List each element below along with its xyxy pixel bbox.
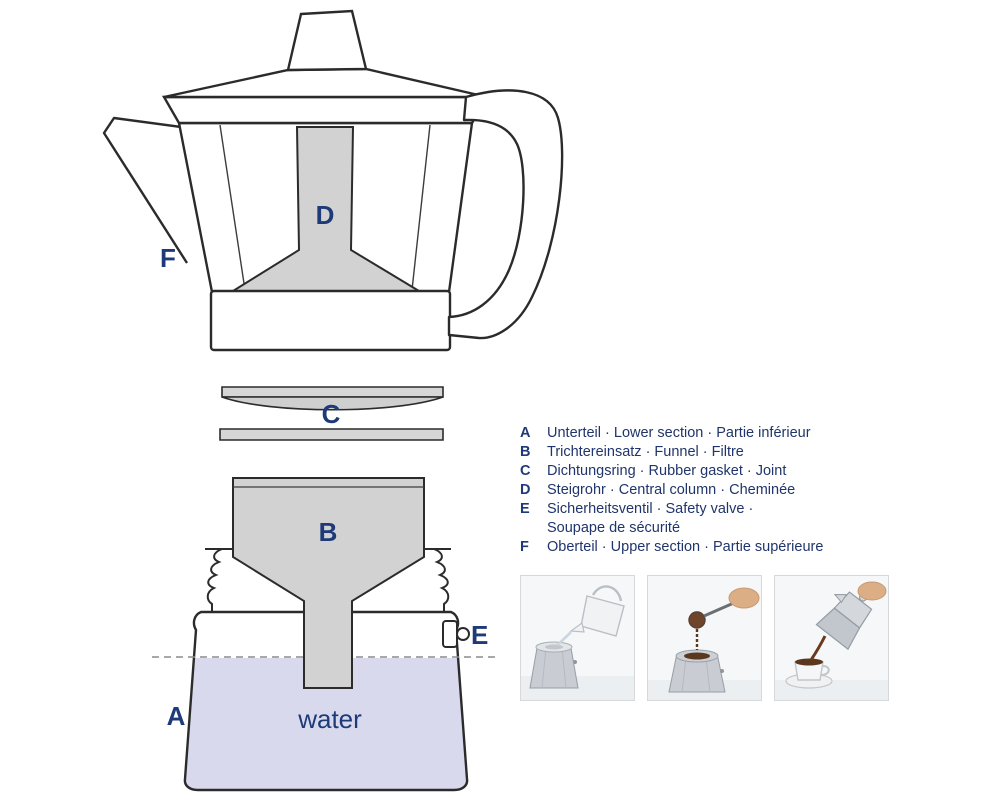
handle <box>447 89 564 340</box>
filter-plate <box>219 428 444 441</box>
legend-text-b: Trichtereinsatz · Funnel · Filtre <box>547 444 744 460</box>
safety-valve <box>442 620 458 648</box>
parts-legend: A Unterteil · Lower section · Partie inf… <box>520 424 900 557</box>
hand-icon <box>728 587 760 609</box>
pouring-water-illustration <box>521 576 634 700</box>
legend-text-e-line2: Soupape de sécurité <box>547 520 681 536</box>
legend-item-e: E Sicherheitsventil · Safety valve · Sou… <box>520 500 900 538</box>
legend-text-a: Unterteil · Lower section · Partie infér… <box>547 425 811 441</box>
legend-key-a: A <box>520 425 531 441</box>
legend-key-b: B <box>520 444 531 460</box>
gasket <box>221 386 444 411</box>
legend-text-d: Steigrohr · Central column · Cheminée <box>547 482 796 498</box>
legend-key-e: E <box>520 501 530 517</box>
safety-valve-knob <box>456 627 470 641</box>
lid-rim <box>161 95 490 125</box>
water-stream <box>556 631 572 647</box>
label-a: A <box>167 701 186 731</box>
coffee-spoon-icon <box>688 600 737 629</box>
legend-text-c: Dichtungsring · Rubber gasket · Joint <box>547 463 787 479</box>
label-f: F <box>160 243 176 273</box>
label-e: E <box>471 620 488 650</box>
lower-section <box>152 548 497 792</box>
hand-icon <box>857 581 887 601</box>
espresso-cup-icon <box>785 658 833 689</box>
photo-pouring-water <box>520 575 635 701</box>
label-water: water <box>297 704 362 734</box>
legend-key-d: D <box>520 482 531 498</box>
espresso-stream <box>809 635 827 661</box>
lid <box>163 67 488 99</box>
kettle-icon <box>569 585 625 637</box>
legend-key-c: C <box>520 463 531 479</box>
legend-item-b: B Trichtereinsatz · Funnel · Filtre <box>520 443 900 462</box>
legend-item-f: F Oberteil · Upper section · Partie supé… <box>520 538 900 557</box>
legend-item-a: A Unterteil · Lower section · Partie inf… <box>520 424 900 443</box>
adding-coffee-illustration <box>648 576 761 700</box>
upper-body-facet-left <box>219 124 246 291</box>
label-b: B <box>319 517 338 547</box>
water-fill <box>184 658 468 790</box>
photo-adding-coffee <box>647 575 762 701</box>
usage-photos <box>520 575 889 701</box>
spout <box>102 116 189 264</box>
legend-item-c: C Dichtungsring · Rubber gasket · Joint <box>520 462 900 481</box>
thread-right <box>433 548 450 612</box>
legend-text-f: Oberteil · Upper section · Partie supéri… <box>547 539 824 555</box>
legend-key-f: F <box>520 539 529 555</box>
lid-knob <box>286 9 368 72</box>
legend-text-e-line1: Sicherheitsventil · Safety valve · <box>547 501 754 517</box>
moka-pot-icon <box>815 591 873 651</box>
label-c: C <box>322 399 341 429</box>
upper-section-base <box>209 289 452 352</box>
legend-item-d: D Steigrohr · Central column · Cheminée <box>520 481 900 500</box>
upper-body-facet-right <box>411 124 431 291</box>
moka-pot-exploded-diagram: D F C B E A water <box>102 9 564 792</box>
photo-pouring-espresso <box>774 575 889 701</box>
moka-base-icon <box>529 641 579 689</box>
moka-base-icon <box>668 649 726 693</box>
thread-left <box>206 548 223 612</box>
label-d: D <box>316 200 335 230</box>
funnel <box>232 477 425 689</box>
pouring-espresso-illustration <box>775 576 888 700</box>
